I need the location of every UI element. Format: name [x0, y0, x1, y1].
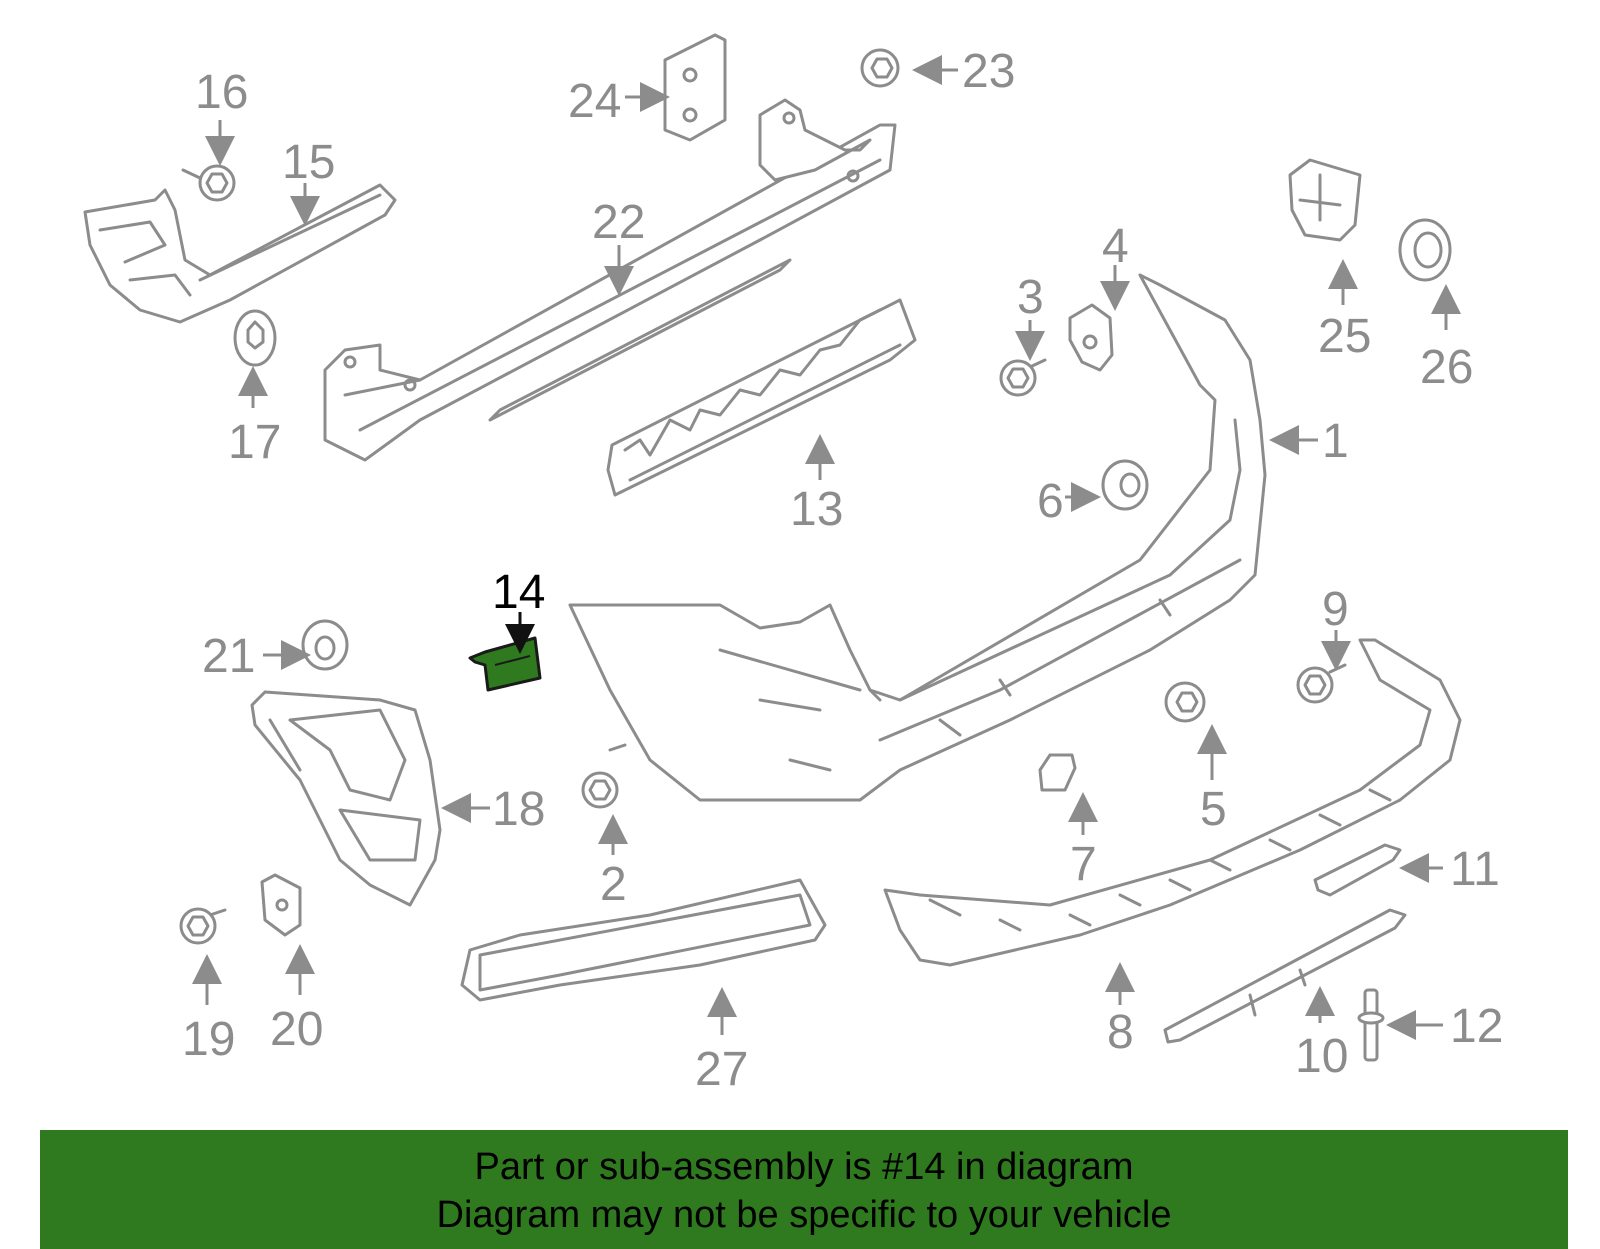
part-16-bolt [181, 164, 236, 202]
part-8-valance [883, 638, 1462, 967]
callout-4: 4 [1102, 220, 1129, 273]
part-3-bolt [999, 358, 1047, 397]
part-24-plate [663, 33, 727, 142]
part-6-grommet [1101, 459, 1149, 511]
callout-9: 9 [1322, 583, 1349, 636]
callout-7: 7 [1070, 838, 1097, 891]
callout-23: 23 [962, 45, 1015, 98]
part-23-nut [860, 48, 900, 88]
callout-17: 17 [228, 416, 281, 469]
callout-13: 13 [790, 483, 843, 536]
callout-14: 14 [492, 566, 545, 619]
callout-2: 2 [600, 858, 627, 911]
part-13-absorber [606, 298, 917, 497]
part-26-sensor-ring [1398, 218, 1452, 282]
callout-5: 5 [1200, 783, 1227, 836]
callout-18: 18 [492, 783, 545, 836]
part-15-bracket [83, 183, 397, 324]
part-1-bumper-cover [568, 273, 1267, 802]
callout-10: 10 [1295, 1030, 1348, 1083]
callout-8: 8 [1107, 1006, 1134, 1059]
callout-6: 6 [1037, 475, 1064, 528]
part-22-beam [323, 98, 897, 462]
part-4-clip [1068, 303, 1114, 372]
callout-26: 26 [1420, 341, 1473, 394]
part-12-pin [1357, 988, 1385, 1062]
banner-line-2: Diagram may not be specific to your vehi… [436, 1194, 1172, 1236]
part-18-bracket [250, 690, 442, 907]
callout-19: 19 [182, 1013, 235, 1066]
callout-25: 25 [1318, 310, 1371, 363]
part-9-bolt [1296, 663, 1347, 704]
callout-20: 20 [270, 1003, 323, 1056]
callout-15: 15 [282, 136, 335, 189]
callout-11: 11 [1450, 843, 1500, 896]
callout-16: 16 [195, 66, 248, 119]
part-21-grommet [301, 619, 349, 671]
leader-lines [192, 55, 1461, 1040]
part-17-nut [233, 309, 277, 367]
callout-22: 22 [592, 196, 645, 249]
part-25-sensor-bracket [1288, 158, 1362, 242]
part-10-strip [1163, 908, 1407, 1044]
callout-3: 3 [1017, 271, 1044, 324]
part-5-nut [1164, 681, 1206, 723]
part-11-strip [1313, 843, 1402, 897]
callout-24: 24 [568, 75, 621, 128]
part-7-clip [1038, 753, 1077, 792]
info-banner: Part or sub-assembly is #14 in diagram D… [40, 1130, 1568, 1249]
callout-27: 27 [695, 1043, 748, 1096]
part-19-bolt [179, 907, 227, 945]
part-20-clip [260, 873, 302, 937]
banner-line-1: Part or sub-assembly is #14 in diagram [474, 1146, 1134, 1188]
callout-1: 1 [1322, 415, 1349, 468]
callout-12: 12 [1450, 1000, 1503, 1053]
part-27-reflector [460, 878, 827, 1002]
callout-21: 21 [202, 630, 255, 683]
part-14-highlighted [468, 636, 542, 692]
part-2-bolt [581, 743, 627, 809]
